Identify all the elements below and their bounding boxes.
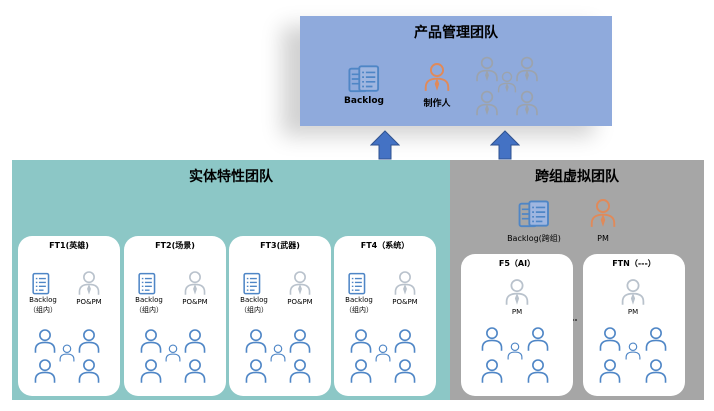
- person-icon: [78, 358, 100, 384]
- backlog-sub-label: （组内）: [135, 306, 163, 314]
- person-icon: [184, 328, 206, 354]
- pm-label: PM: [511, 308, 523, 316]
- po-pm-icon: [394, 270, 416, 296]
- up-arrow-icon: [490, 130, 520, 160]
- feature-team-card: FT4（系统） Backlog （组内） PO&PM: [334, 236, 436, 396]
- person-icon: [394, 358, 416, 384]
- po-pm-icon: [184, 270, 206, 296]
- product-team-title: 产品管理团队: [414, 25, 498, 41]
- person-icon: [375, 344, 391, 362]
- person-icon: [350, 328, 372, 354]
- po-pm-icon: [289, 270, 311, 296]
- backlog-icon: [243, 272, 263, 296]
- person-icon: [475, 56, 499, 82]
- feature-team-card: FT2(场景) Backlog （组内） PO&PM: [124, 236, 226, 396]
- po-pm-label: PO&PM: [76, 298, 102, 306]
- person-icon: [645, 358, 667, 384]
- person-icon: [289, 358, 311, 384]
- feature-team-card: FT3(武器) Backlog （组内） PO&PM: [229, 236, 331, 396]
- pm-icon: [621, 278, 645, 306]
- backlog-icon: [348, 64, 380, 94]
- backlog-label: Backlog: [29, 296, 57, 304]
- person-icon: [599, 358, 621, 384]
- backlog-label: Backlog: [135, 296, 163, 304]
- person-icon: [34, 358, 56, 384]
- po-pm-icon: [78, 270, 100, 296]
- person-icon: [78, 328, 100, 354]
- feature-team-card: FT1(英雄) Backlog （组内） PO&PM: [18, 236, 120, 396]
- person-icon: [350, 358, 372, 384]
- person-icon: [289, 328, 311, 354]
- backlog-icon: [348, 272, 368, 296]
- feature-team-title: FT3(武器): [260, 241, 300, 250]
- person-icon: [515, 56, 539, 82]
- person-icon: [507, 342, 523, 360]
- backlog-icon: [32, 272, 52, 296]
- backlog-label: Backlog: [240, 296, 268, 304]
- person-icon: [165, 344, 181, 362]
- po-pm-label: PO&PM: [182, 298, 208, 306]
- backlog-sub-label: （组内）: [29, 306, 57, 314]
- pm-label: PM: [627, 308, 639, 316]
- backlog-icon: [518, 200, 550, 228]
- person-icon: [245, 328, 267, 354]
- person-icon: [625, 342, 641, 360]
- backlog-icon: [138, 272, 158, 296]
- person-icon: [140, 328, 162, 354]
- person-icon: [497, 71, 517, 93]
- feature-team-card: F5（AI） PM: [461, 254, 573, 396]
- person-icon: [140, 358, 162, 384]
- ellipsis-label: ---: [568, 316, 578, 324]
- person-icon: [481, 326, 503, 352]
- feature-team-title: FTN（---）: [612, 259, 656, 268]
- person-icon: [645, 326, 667, 352]
- backlog-label: Backlog: [345, 296, 373, 304]
- feature-team-title: FT2(场景): [155, 241, 195, 250]
- product-management-team: 产品管理团队 Backlog 制作人: [300, 16, 612, 126]
- feature-team-title: FT4（系统）: [360, 241, 410, 250]
- po-pm-label: PO&PM: [287, 298, 313, 306]
- person-icon: [515, 90, 539, 116]
- person-icon: [34, 328, 56, 354]
- person-icon: [527, 326, 549, 352]
- feature-team-card: FTN（---） PM: [583, 254, 685, 396]
- feature-team-title: F5（AI）: [498, 259, 536, 268]
- producer-icon: [424, 62, 450, 92]
- pm-label: PM: [597, 234, 609, 243]
- virtual-team-title: 跨组虚拟团队: [535, 169, 619, 185]
- cross-backlog-label: Backlog(跨组): [507, 234, 561, 243]
- producer-label: 制作人: [423, 99, 451, 109]
- pm-icon: [505, 278, 529, 306]
- person-icon: [59, 344, 75, 362]
- product-backlog-label: Backlog: [344, 96, 384, 106]
- pm-icon: [590, 198, 616, 228]
- up-arrow-icon: [370, 130, 400, 160]
- person-icon: [527, 358, 549, 384]
- po-pm-label: PO&PM: [392, 298, 418, 306]
- feature-team-title: FT1(英雄): [49, 241, 89, 250]
- person-icon: [245, 358, 267, 384]
- person-icon: [394, 328, 416, 354]
- person-icon: [184, 358, 206, 384]
- person-icon: [599, 326, 621, 352]
- person-icon: [475, 90, 499, 116]
- person-icon: [270, 344, 286, 362]
- person-icon: [481, 358, 503, 384]
- backlog-sub-label: （组内）: [345, 306, 373, 314]
- backlog-sub-label: （组内）: [240, 306, 268, 314]
- entity-team-title: 实体特性团队: [189, 169, 273, 185]
